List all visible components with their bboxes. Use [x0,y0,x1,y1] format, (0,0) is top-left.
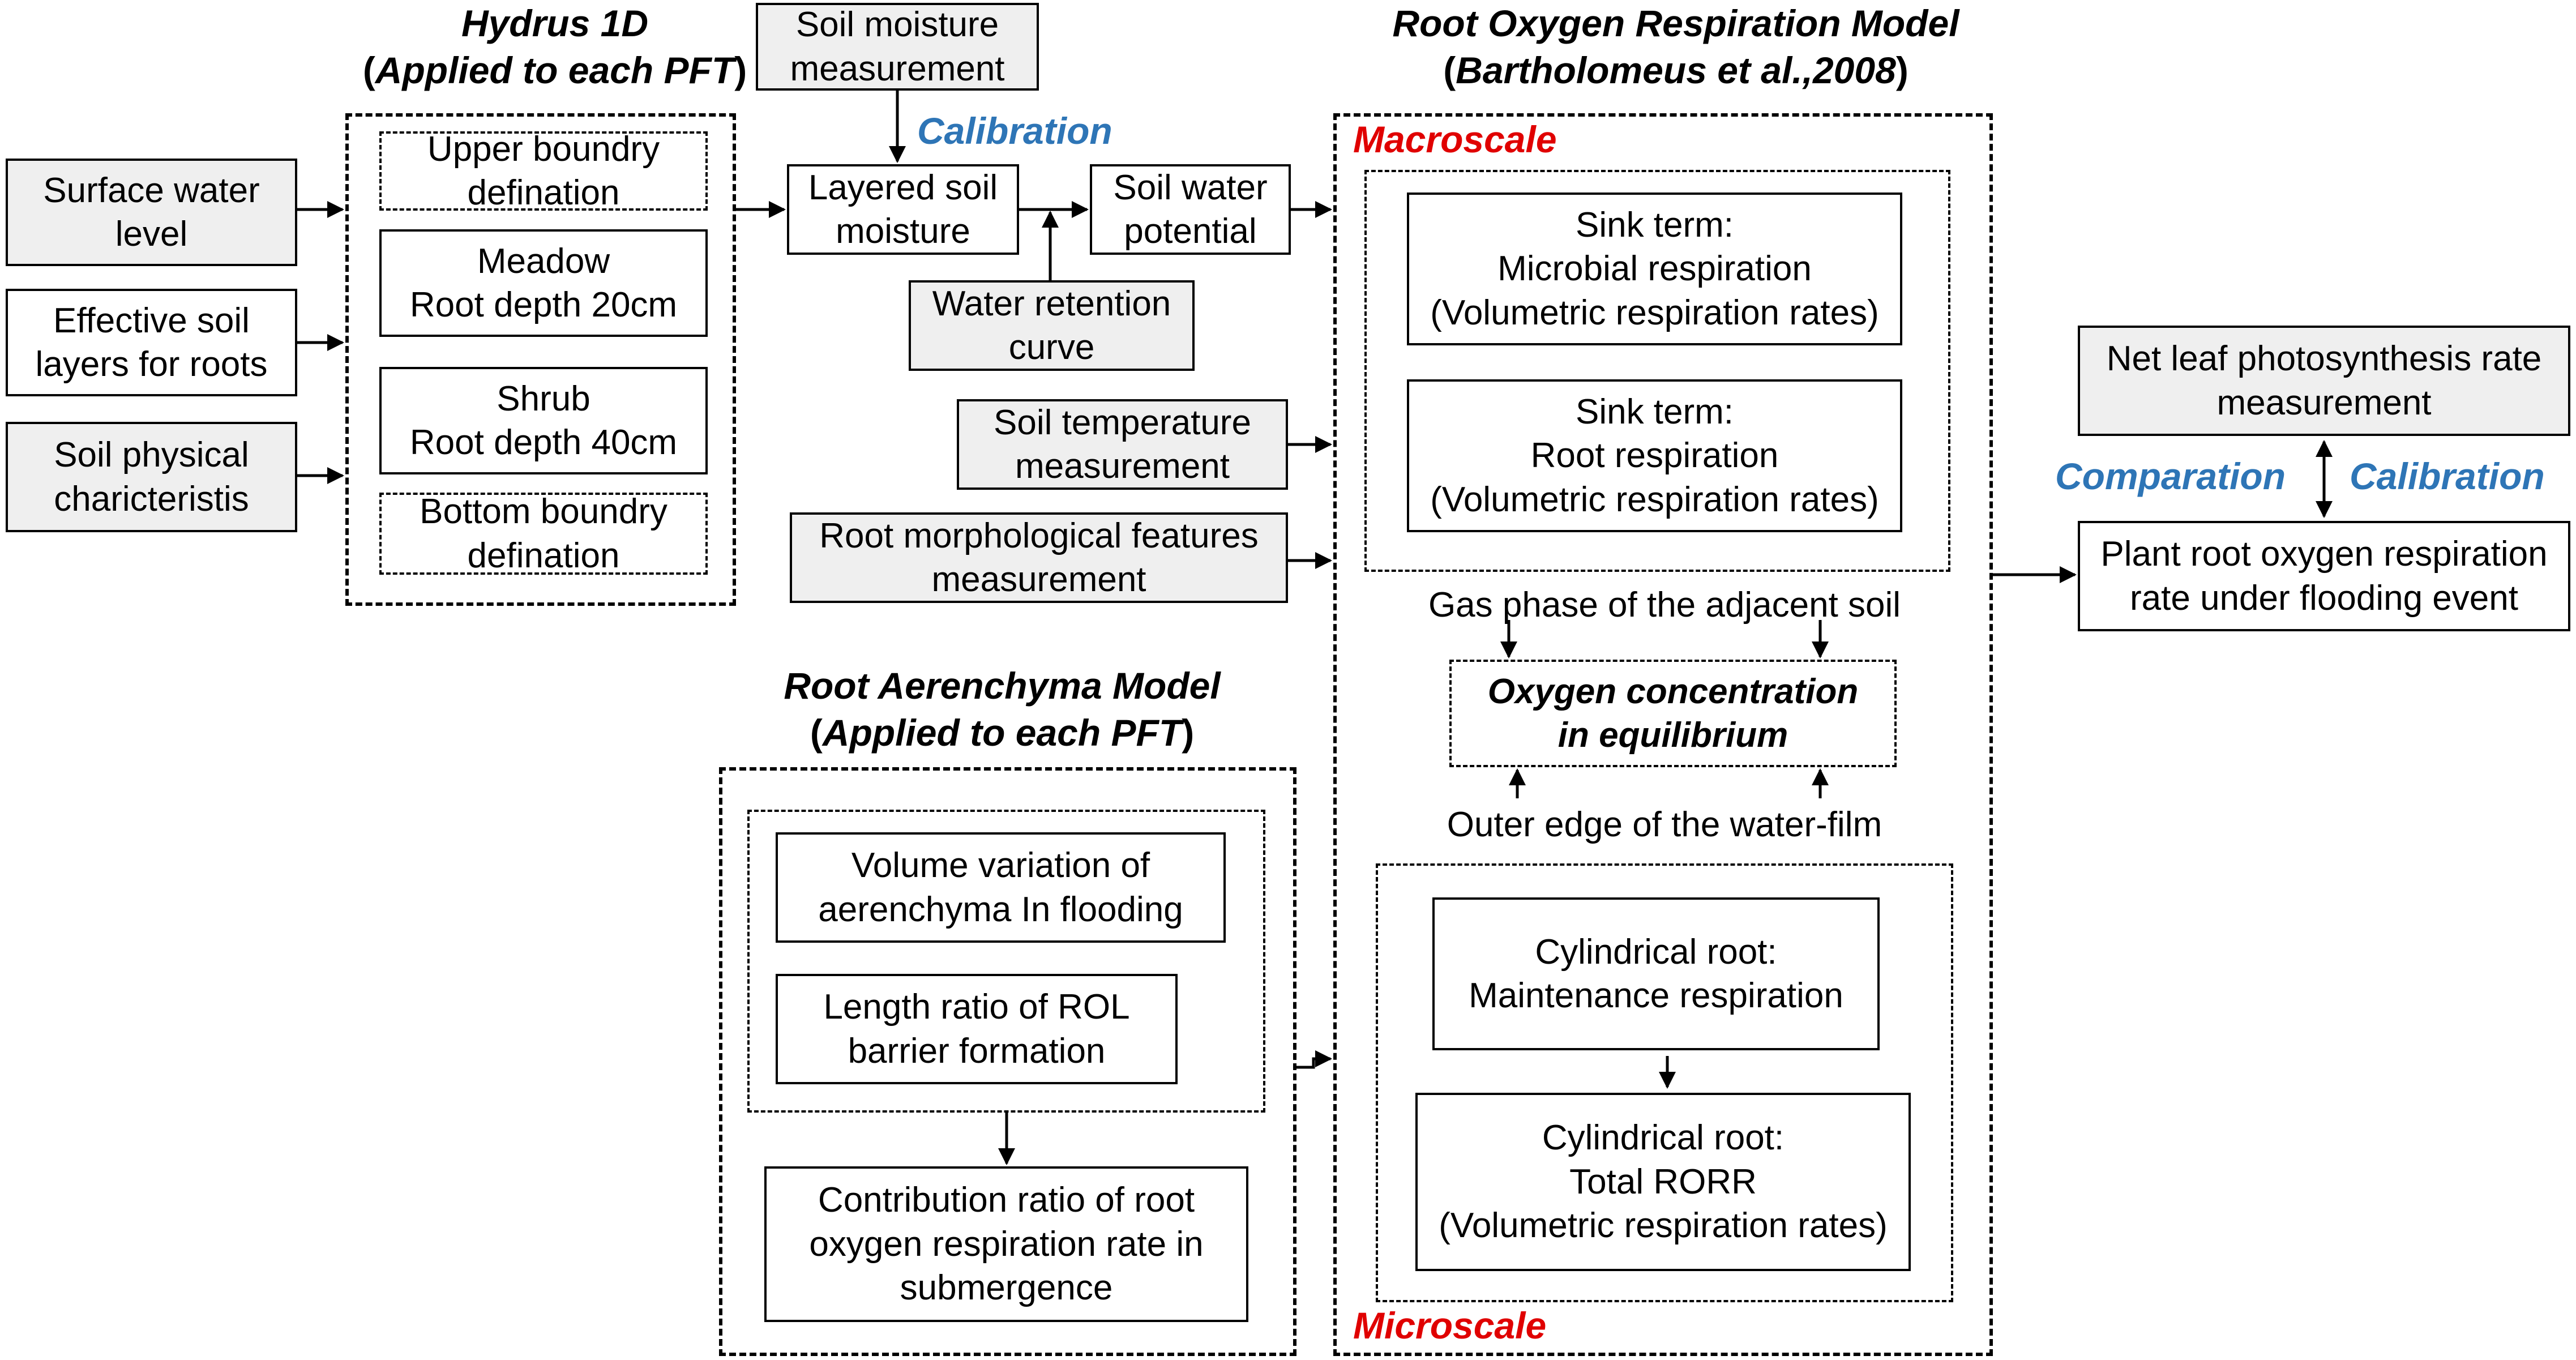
hydrus-title-line2: (Applied to each PFT) [362,49,747,91]
rorm-title: Root Oxygen Respiration Model (Bartholom… [1330,0,2021,93]
water-retention-curve-box: Water retention curve [909,280,1195,371]
soil-water-potential-box: Soil water potential [1090,164,1291,255]
soil-moisture-measurement-box: Soil moisture measurement [756,3,1039,91]
hydrus-title: Hydrus 1D (Applied to each PFT) [340,0,770,93]
rorm-title-subtitle: Bartholomeus et al.,2008 [1456,49,1896,91]
macroscale-label: Macroscale [1353,118,1557,160]
rorm-title-line2: (Bartholomeus et al.,2008) [1443,49,1909,91]
root-morphological-box: Root morphological features measurement [790,512,1288,603]
net-leaf-photosynthesis-box: Net leaf photosynthesis rate measurement [2078,326,2570,436]
ram-title-subtitle: Applied to each PFT [822,711,1182,754]
soil-temperature-box: Soil temperature measurement [957,399,1288,490]
rorm-title-line1: Root Oxygen Respiration Model [1392,2,1959,44]
hydrus-container [345,113,736,606]
hydrus-title-subtitle: Applied to each PFT [375,49,735,91]
cylindrical-maintenance-box: Cylindrical root: Maintenance respiratio… [1432,897,1880,1050]
aerenchyma-container [719,767,1296,1356]
rorm-container [1333,113,1993,1356]
ram-title-line1: Root Aerenchyma Model [784,665,1221,707]
microscale-label: Microscale [1353,1305,1547,1346]
soil-physical-box: Soil physical charicteristis [6,422,297,532]
volume-variation-box: Volume variation of aerenchyma In floodi… [776,832,1226,943]
layered-soil-moisture-box: Layered soil moisture [787,164,1019,255]
calibration-label-right: Calibration [2350,455,2545,497]
comparation-label: Comparation [2055,455,2286,497]
bottom-boundary-box: Bottom boundry defination [379,492,708,575]
shrub-box: Shrub Root depth 40cm [379,367,708,474]
upper-boundary-box: Upper boundry defination [379,130,708,212]
meadow-box: Meadow Root depth 20cm [379,229,708,337]
sink-microbial-box: Sink term: Microbial respiration (Volume… [1407,193,1902,345]
calibration-label-top: Calibration [917,110,1112,152]
outer-edge-label: Outer edge of the water-film [1447,805,1882,844]
oxygen-concentration-box: Oxygen concentration in equilibrium [1449,660,1897,767]
contribution-ratio-box: Contribution ratio of root oxygen respir… [764,1166,1248,1322]
plant-root-oxygen-box: Plant root oxygen respiration rate under… [2078,521,2570,631]
surface-water-level-box: Surface water level [6,159,297,266]
sink-root-box: Sink term: Root respiration (Volumetric … [1407,379,1902,532]
length-ratio-box: Length ratio of ROL barrier formation [776,974,1178,1084]
cylindrical-total-box: Cylindrical root: Total RORR (Volumetric… [1415,1093,1911,1271]
arrow-aerenchyma-to-rorm [1296,1050,1332,1069]
hydrus-title-line1: Hydrus 1D [461,2,649,44]
gas-phase-label: Gas phase of the adjacent soil [1428,585,1901,625]
ram-title-line2: (Applied to each PFT) [810,711,1195,754]
ram-title: Root Aerenchyma Model (Applied to each P… [730,662,1274,756]
effective-soil-layers-box: Effective soil layers for roots [6,289,297,396]
